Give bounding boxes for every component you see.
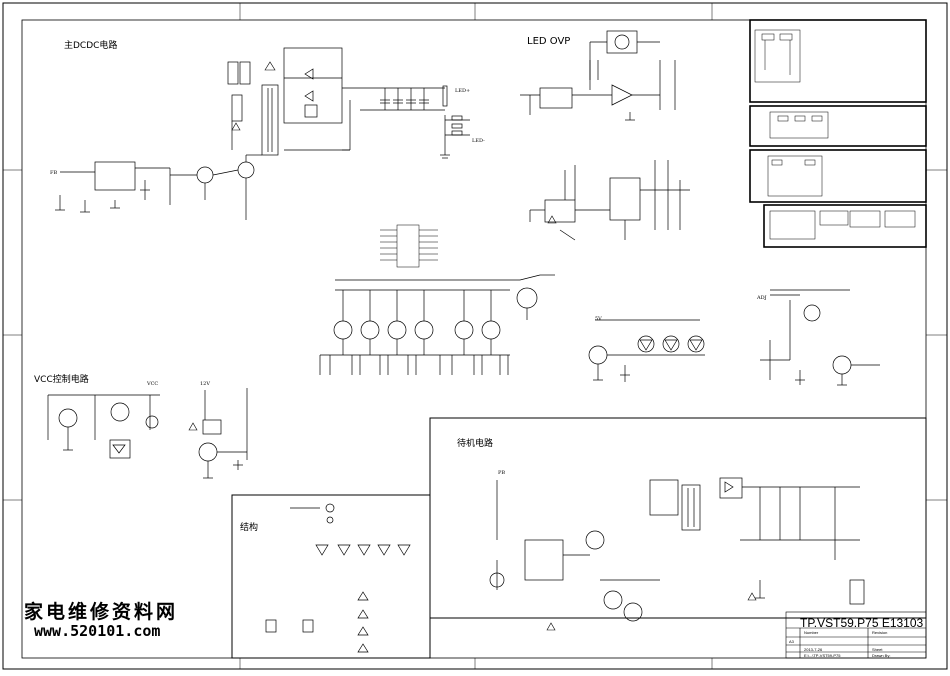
title-block-sheet-label: Sheet xyxy=(872,647,883,652)
label-adj: ADJ xyxy=(757,295,767,301)
label-fb: FB xyxy=(50,170,58,176)
dimming-circuit xyxy=(760,289,880,386)
standby-circuit xyxy=(489,477,865,622)
label-12v: 12V xyxy=(200,381,210,387)
vcc-control-circuit xyxy=(47,394,160,459)
connector-box-internals xyxy=(754,29,916,240)
section-title-led-ovp: LED OVP xyxy=(527,36,571,47)
dcdc-circuit xyxy=(55,47,470,220)
watermark-url: www.520101.com xyxy=(34,622,161,640)
connector-cn004 xyxy=(380,224,438,268)
title-block-date: 2013-7-26 xyxy=(804,647,823,652)
structure-box xyxy=(231,494,431,659)
label-led-plus: LED+ xyxy=(455,88,471,94)
title-block-size: A3 xyxy=(789,639,794,644)
title-block-file: E:\...\TP-VST59-P75 xyxy=(804,653,841,658)
section-title-structure: 结构 xyxy=(240,523,259,533)
structure-symbols xyxy=(265,503,411,653)
standby-box xyxy=(429,417,927,619)
label-pb: PB xyxy=(498,470,506,476)
section-title-vcc-control: VCC控制电路 xyxy=(34,375,89,385)
label-5v: 5V xyxy=(595,316,602,322)
zone-ticks xyxy=(3,3,947,669)
title-block-revision-label: Revision xyxy=(872,630,888,635)
connector-boxes xyxy=(749,19,927,248)
watermark-chinese: 家电维修资料网 xyxy=(24,601,179,623)
title-block-drawn-by: Drawn By: xyxy=(872,653,891,658)
section-title-standby: 待机电路 xyxy=(457,439,494,449)
led-ovp-lower-circuit xyxy=(529,160,690,241)
indicator-leds xyxy=(588,319,705,382)
pb-adj-circuit xyxy=(198,388,248,479)
inner-border xyxy=(21,19,927,659)
label-led-minus: LED- xyxy=(472,138,485,144)
warning-triangles xyxy=(188,61,757,631)
led-driver-row xyxy=(319,274,555,375)
section-title-dcdc: 主DCDC电路 xyxy=(64,41,118,51)
title-block xyxy=(785,611,927,659)
led-ovp-circuit xyxy=(520,30,676,121)
label-vcc: VCC xyxy=(147,381,159,387)
title-block-title: TP.VST59.P75 E13103 xyxy=(800,616,924,630)
title-block-number-label: Number xyxy=(804,630,819,635)
